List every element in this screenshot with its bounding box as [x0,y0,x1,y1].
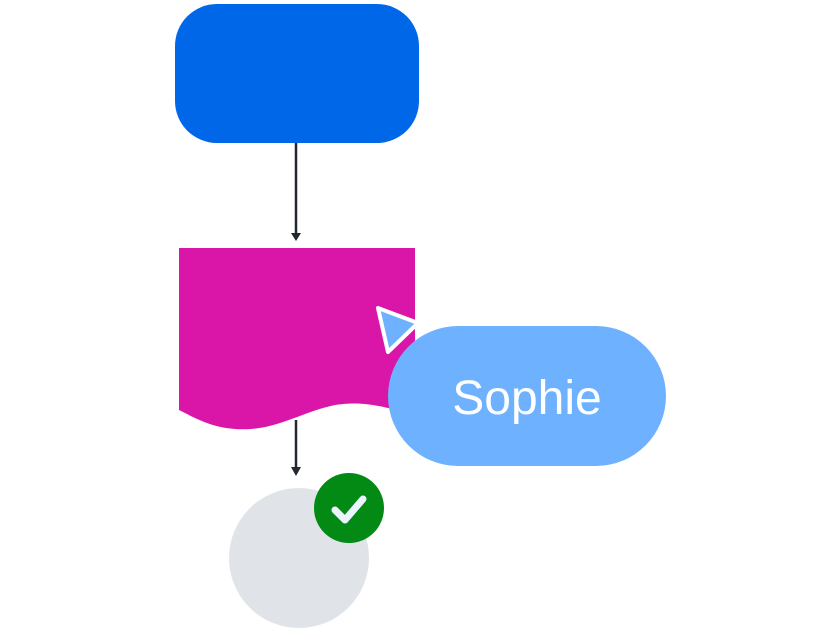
check-icon [314,473,384,543]
cursor-user-name: Sophie [452,372,601,425]
connector-arrow-2 [291,420,301,476]
cursor-name-tag: Sophie [388,326,666,466]
document-node[interactable] [179,248,415,430]
cursor-arrow-icon [376,306,420,354]
connector-arrow-1 [291,143,301,241]
start-node[interactable] [175,4,419,143]
